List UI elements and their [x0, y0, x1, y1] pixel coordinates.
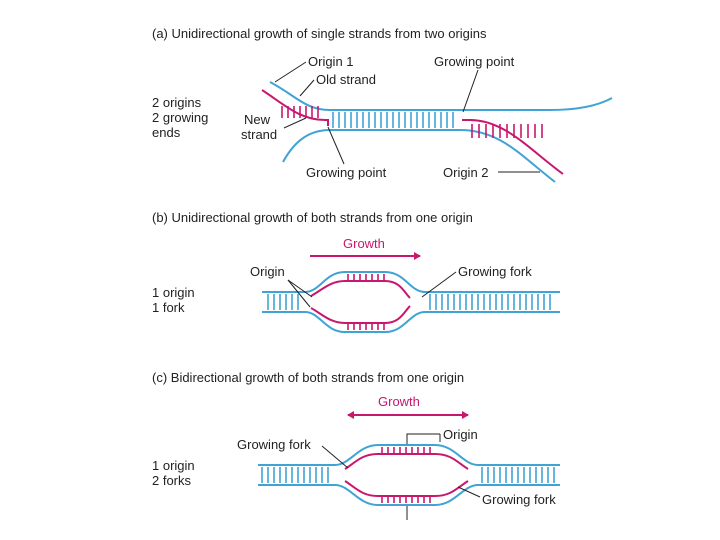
panel-c-growing-fork-right-label: Growing fork	[482, 492, 556, 507]
panel-b-origin-leader-2	[287, 279, 311, 308]
panel-b-side-line-1: 1 origin	[152, 285, 195, 300]
panel-c-title: (c) Bidirectional growth of both strands…	[152, 370, 464, 385]
origin-2-label: Origin 2	[443, 165, 489, 180]
panel-c-right-fork-leader	[457, 486, 481, 498]
panel-c: (c) Bidirectional growth of both strands…	[152, 370, 560, 520]
panel-c-side-line-2: 2 forks	[152, 473, 192, 488]
panel-a-side-line-3: ends	[152, 125, 181, 140]
old-strand-leader	[299, 79, 315, 97]
panel-b-origin-leader-1	[287, 279, 313, 298]
panel-b: (b) Unidirectional growth of both strand…	[152, 210, 560, 333]
panel-b-top-new-strand	[310, 280, 411, 299]
panel-a-title: (a) Unidirectional growth of single stra…	[152, 26, 487, 41]
growing-point-top-label: Growing point	[434, 54, 515, 69]
panel-c-bottom-old-strand	[258, 484, 560, 506]
panel-a-bottom-old-strand	[282, 129, 556, 183]
new-strand-label-line-2: strand	[241, 127, 277, 142]
panel-c-growth-label: Growth	[378, 394, 420, 409]
panel-b-fork-leader	[421, 271, 457, 298]
panel-a-side-line-2: 2 growing	[152, 110, 208, 125]
panel-c-origin-leader-top	[406, 433, 440, 444]
growing-point-bottom-label: Growing point	[306, 165, 387, 180]
panel-c-origin-label: Origin	[443, 427, 478, 442]
panel-b-growth-label: Growth	[343, 236, 385, 251]
old-strand-label: Old strand	[316, 72, 376, 87]
panel-c-side-line-1: 1 origin	[152, 458, 195, 473]
origin-1-leader	[274, 61, 307, 83]
panel-a-top-old-strand	[269, 81, 613, 111]
panel-a-side-label: 2 origins 2 growing ends	[152, 95, 208, 140]
panel-b-title: (b) Unidirectional growth of both strand…	[152, 210, 473, 225]
panel-b-bottom-old-strand	[262, 311, 560, 333]
origin-1-label: Origin 1	[308, 54, 354, 69]
new-strand-leader	[283, 117, 307, 129]
panel-c-bottom-new-strand	[344, 480, 469, 497]
new-strand-label-line-1: New	[244, 112, 271, 127]
panel-b-side-line-2: 1 fork	[152, 300, 185, 315]
panel-b-bottom-new-strand	[310, 305, 411, 324]
panel-a-base-pairs	[281, 106, 543, 138]
growing-point-top-leader	[462, 69, 479, 113]
panel-c-top-old-strand	[258, 444, 560, 466]
panel-b-base-pairs	[267, 274, 551, 330]
panel-b-origin-label: Origin	[250, 264, 285, 279]
panel-b-side-label: 1 origin 1 fork	[152, 285, 195, 315]
panel-a: (a) Unidirectional growth of single stra…	[152, 26, 613, 183]
panel-c-growing-fork-left-label: Growing fork	[237, 437, 311, 452]
panel-a-side-line-1: 2 origins	[152, 95, 202, 110]
growing-point-bottom-leader	[327, 126, 345, 165]
panel-c-base-pairs	[261, 447, 555, 503]
panel-c-left-fork-leader	[321, 445, 349, 469]
panel-c-side-label: 1 origin 2 forks	[152, 458, 195, 488]
panel-c-top-new-strand	[344, 453, 469, 470]
panel-b-top-old-strand	[262, 271, 560, 293]
panel-b-growing-fork-label: Growing fork	[458, 264, 532, 279]
